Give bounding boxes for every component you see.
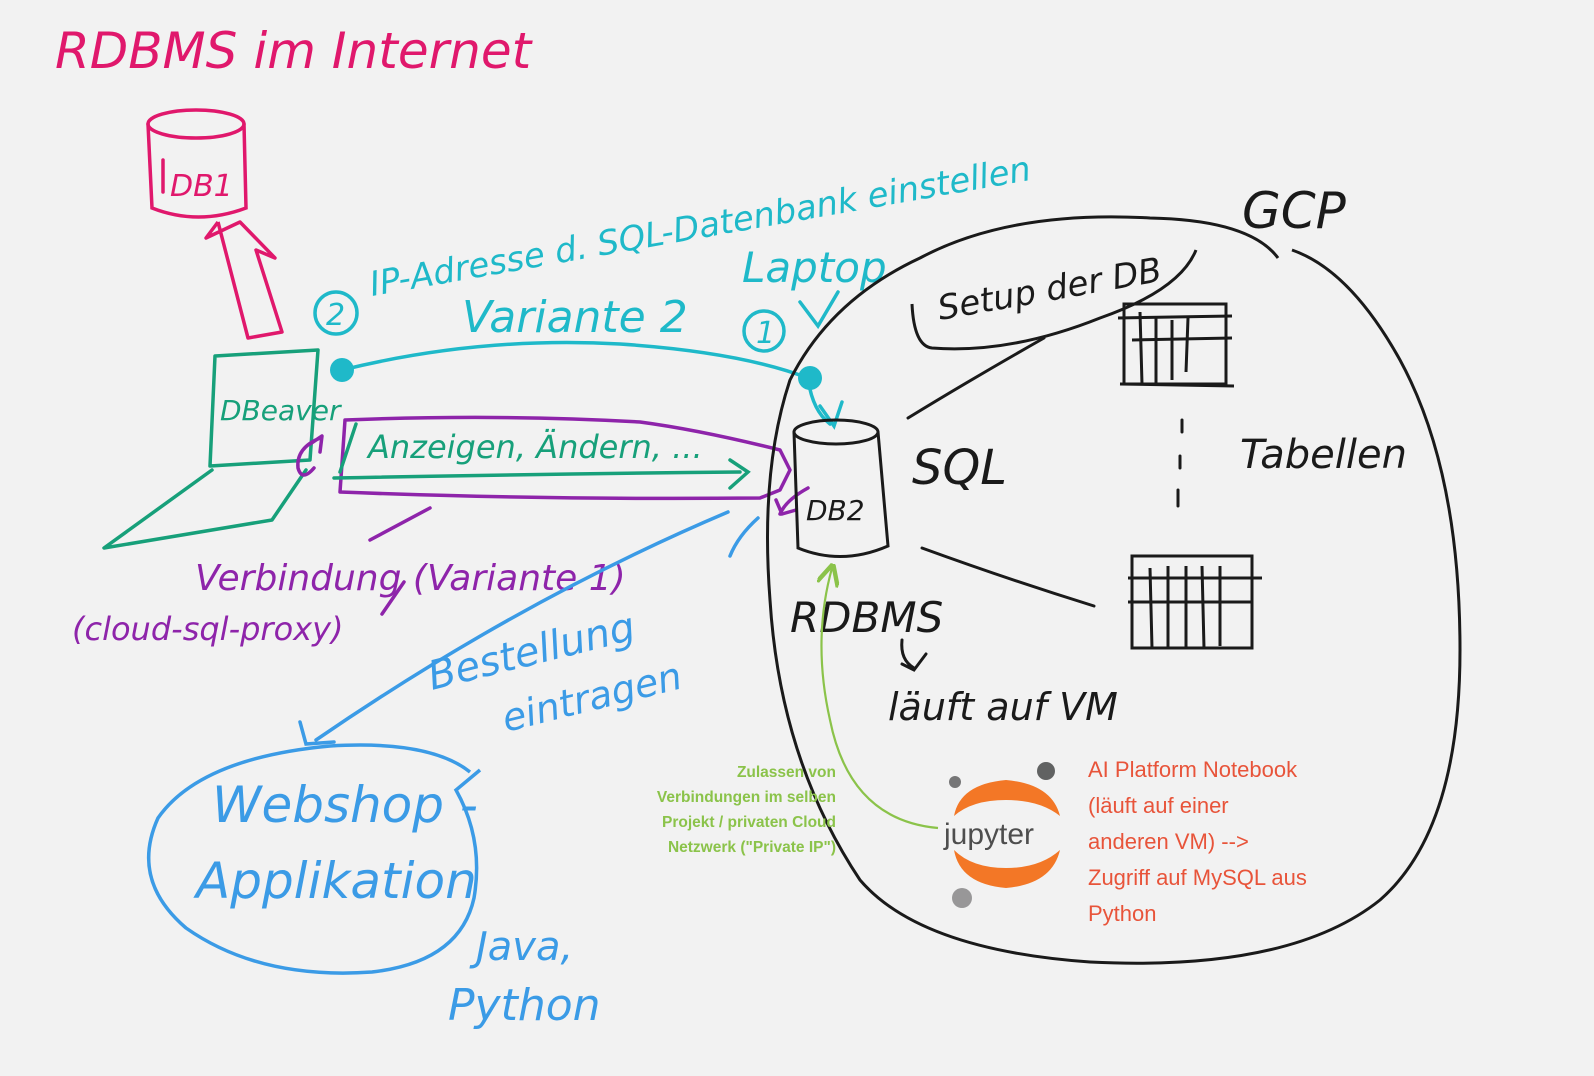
board-title: RDBMS im Internet — [55, 22, 534, 80]
note-line: Netzwerk ("Private IP") — [667, 839, 836, 856]
anzeigen-label: Anzeigen, Ändern, ... — [366, 428, 703, 466]
setup-outline — [910, 249, 1198, 351]
db1-upload-arrow — [204, 220, 284, 340]
db2-label: DB2 — [806, 494, 865, 527]
notebook-note: AI Platform Notebook (läuft auf einer an… — [1088, 752, 1388, 932]
webshop-label: Webshop - — [212, 776, 478, 834]
note-line: AI Platform Notebook — [1088, 757, 1298, 782]
table-grid-bottom — [1128, 554, 1262, 650]
rdbms-label: RDBMS — [790, 593, 943, 642]
verbindung-label: Verbindung (Variante 1) — [195, 558, 626, 599]
webshop-ellipse — [146, 743, 482, 975]
rdbms-arrow — [900, 638, 928, 672]
variante2-label: Variante 2 — [462, 292, 688, 343]
db1-label: DB1 — [170, 169, 233, 204]
ip-address-label: IP-Adresse d. SQL-Datenbank einstellen — [367, 149, 1034, 305]
proxy-label: (cloud-sql-proxy) — [72, 610, 344, 648]
private-ip-arrow — [821, 568, 939, 830]
variant2-connection — [340, 340, 844, 430]
note-line: Zulassen von — [736, 764, 836, 781]
applikation-label: Applikation — [193, 852, 477, 910]
java-label: Java, — [469, 924, 573, 970]
table-connectors — [906, 336, 1184, 608]
note-line: (läuft auf einer — [1088, 793, 1229, 818]
note-line: Verbindungen im selben — [656, 789, 836, 806]
laptop-label: Laptop — [742, 243, 887, 292]
private-ip-note: Zulassen von Verbindungen im selben Proj… — [600, 760, 836, 860]
db1-cylinder — [146, 108, 248, 219]
step-2-circle — [313, 290, 359, 336]
dbeaver-endpoint-dot — [330, 358, 354, 382]
jupyter-wordmark: jupyter — [943, 818, 1034, 851]
note-line: Zugriff auf MySQL aus — [1088, 865, 1307, 890]
laptop-checkmark — [798, 290, 840, 330]
laptop-icon — [102, 348, 320, 550]
gcp-label: GCP — [1242, 182, 1347, 240]
step-1-number: 1 — [756, 316, 775, 351]
step-2-number: 2 — [326, 298, 345, 333]
show-change-arrow — [332, 422, 751, 490]
jupyter-logo: jupyter — [943, 762, 1060, 908]
note-line: anderen VM) --> — [1088, 829, 1249, 854]
db2-cylinder — [792, 418, 890, 558]
dbeaver-label: DBeaver — [220, 394, 342, 427]
purple-connection-arrow — [296, 415, 810, 616]
note-line: Python — [1088, 901, 1157, 926]
laeuft-label: läuft auf VM — [888, 685, 1118, 729]
python-label: Python — [448, 980, 601, 1031]
order-arrow — [298, 510, 760, 746]
note-line: Projekt / privaten Cloud — [662, 814, 836, 831]
step-1-circle — [742, 309, 786, 353]
tabellen-label: Tabellen — [1240, 432, 1407, 478]
gcp-boundary — [766, 215, 1462, 965]
table-grid-top — [1117, 302, 1235, 388]
sql-label: SQL — [912, 440, 1007, 496]
db2-endpoint-dot — [798, 366, 822, 390]
